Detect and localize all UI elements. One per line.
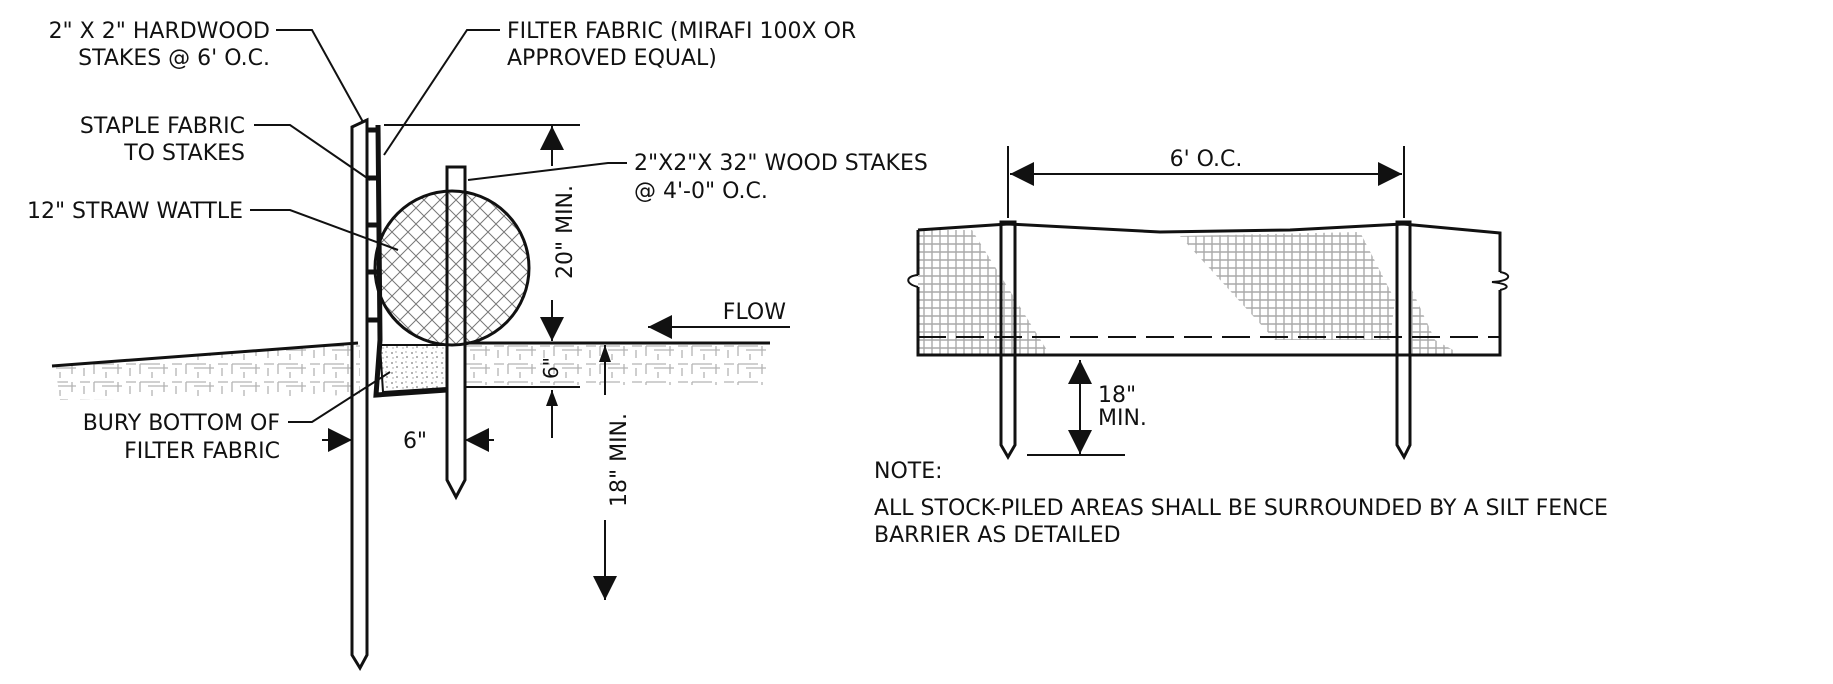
svg-text:@ 4'-0" O.C.: @ 4'-0" O.C. — [634, 179, 768, 204]
dimension-18-min-elevation: 18" MIN. — [1027, 360, 1147, 456]
svg-text:2" X 2" HARDWOOD: 2" X 2" HARDWOOD — [49, 19, 270, 44]
svg-text:2"X2"X 32" WOOD STAKES: 2"X2"X 32" WOOD STAKES — [634, 151, 928, 176]
note-block: NOTE: ALL STOCK-PILED AREAS SHALL BE SUR… — [874, 459, 1608, 548]
hardwood-stake — [350, 117, 369, 672]
callout-bury-fabric: BURY BOTTOM OF FILTER FABRIC — [83, 371, 391, 464]
section-view: 20" MIN. 6" 18" MIN. 6" FLOW — [27, 19, 928, 672]
ground-surface — [51, 341, 770, 400]
callout-wood-stakes: 2"X2"X 32" WOOD STAKES @ 4'-0" O.C. — [467, 151, 928, 204]
svg-text:APPROVED EQUAL): APPROVED EQUAL) — [507, 46, 717, 71]
callout-filter-fabric: FILTER FABRIC (MIRAFI 100X OR APPROVED E… — [383, 19, 856, 156]
note-line-2: BARRIER AS DETAILED — [874, 523, 1121, 548]
flow-label: FLOW — [723, 300, 786, 325]
svg-text:18": 18" — [1098, 383, 1136, 408]
fabric-mesh-left — [918, 230, 1050, 355]
svg-text:STAKES @ 6' O.C.: STAKES @ 6' O.C. — [78, 46, 270, 71]
filter-fabric — [373, 124, 448, 398]
callout-staple-fabric: STAPLE FABRIC TO STAKES — [80, 114, 371, 181]
note-line-1: ALL STOCK-PILED AREAS SHALL BE SURROUNDE… — [874, 496, 1608, 521]
fence-post-left — [999, 220, 1017, 460]
flow-arrow: FLOW — [648, 300, 790, 339]
dimension-6-horizontal: 6" — [322, 428, 494, 454]
svg-text:STAPLE FABRIC: STAPLE FABRIC — [80, 114, 245, 139]
note-heading: NOTE: — [874, 459, 943, 484]
svg-text:FILTER FABRIC (MIRAFI 100X OR: FILTER FABRIC (MIRAFI 100X OR — [507, 19, 856, 44]
svg-text:FILTER FABRIC: FILTER FABRIC — [124, 439, 280, 464]
straw-wattle — [373, 189, 531, 347]
svg-text:BURY BOTTOM OF: BURY BOTTOM OF — [83, 411, 280, 436]
dim-20-min-text: 20" MIN. — [553, 185, 578, 279]
svg-text:MIN.: MIN. — [1098, 406, 1147, 431]
dim-6-vertical-text: 6" — [539, 357, 563, 379]
fence-post-right — [1395, 220, 1412, 461]
fence-fabric-outline — [916, 222, 1502, 357]
dim-6-horizontal-text: 6" — [403, 429, 427, 454]
staples — [366, 127, 378, 323]
svg-text:12" STRAW WATTLE: 12" STRAW WATTLE — [27, 199, 243, 224]
dim-6-oc-text: 6' O.C. — [1170, 147, 1243, 172]
dimension-6-oc: 6' O.C. — [1007, 146, 1405, 218]
wood-stake — [445, 165, 467, 501]
fabric-trench-backfill — [378, 344, 448, 394]
elevation-view: 6' O.C. 18" MIN. — [907, 146, 1510, 461]
dimension-6-vertical: 6" — [466, 357, 580, 438]
svg-text:TO STAKES: TO STAKES — [123, 141, 245, 166]
fabric-mesh-right — [1412, 290, 1462, 355]
dim-18-min-text: 18" MIN. — [607, 413, 632, 507]
fabric-mesh-center — [1180, 232, 1395, 340]
dimension-18-min: 18" MIN. — [593, 345, 632, 600]
dimension-20-min: 20" MIN. — [540, 126, 578, 341]
callout-hardwood-stakes: 2" X 2" HARDWOOD STAKES @ 6' O.C. — [49, 19, 364, 123]
callout-straw-wattle: 12" STRAW WATTLE — [27, 199, 399, 251]
